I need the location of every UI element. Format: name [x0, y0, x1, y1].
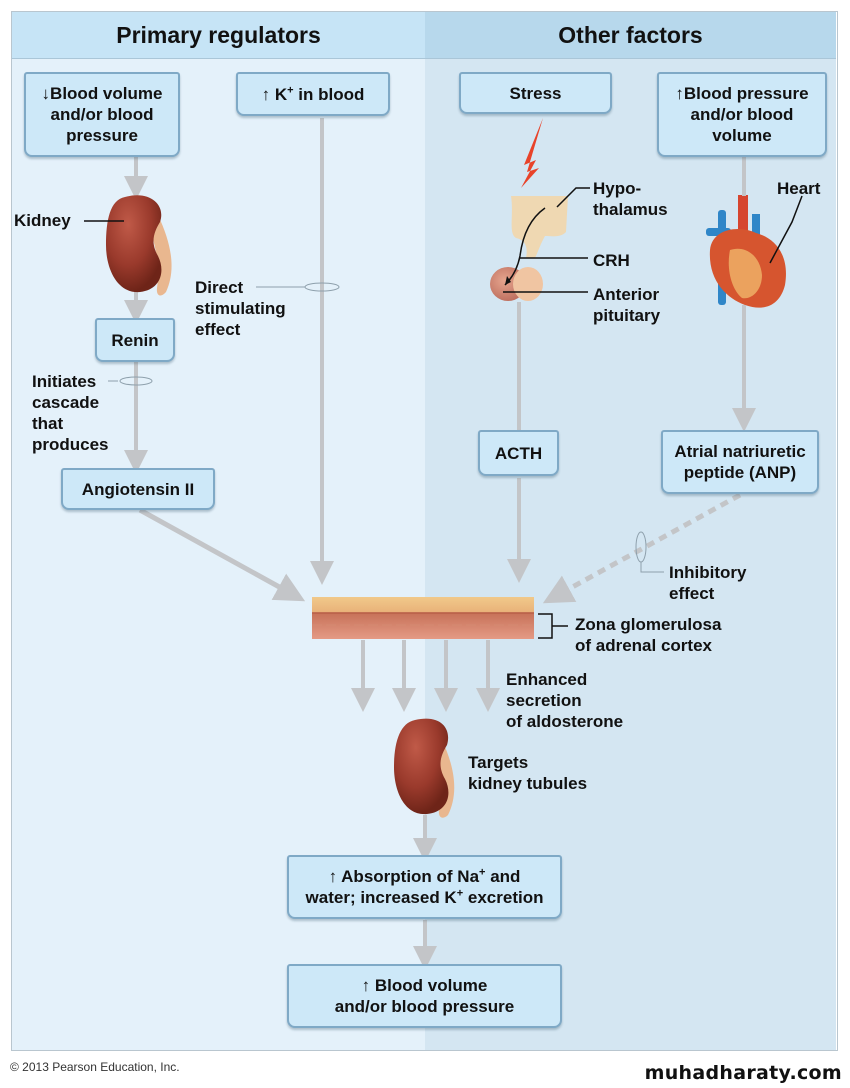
anp-label: Atrial natriuretic peptide (ANP) — [674, 442, 806, 482]
inhibitory-marker-icon — [635, 531, 647, 563]
diagram-frame — [11, 11, 838, 1051]
absorption-line1-end: and — [485, 867, 521, 886]
other-factors-header: Other factors — [425, 12, 836, 59]
acth-box[interactable]: ACTH — [478, 430, 559, 476]
heart-icon — [706, 195, 786, 308]
angiotensin-box[interactable]: Angiotensin II — [61, 468, 215, 510]
copyright-text: © 2013 Pearson Education, Inc. — [10, 1060, 180, 1074]
adrenal-cortex-tissue-icon — [312, 597, 534, 639]
stress-box[interactable]: Stress — [459, 72, 612, 114]
anp-box[interactable]: Atrial natriuretic peptide (ANP) — [661, 430, 819, 494]
up-arrow-icon: ↑ — [675, 84, 684, 103]
renin-label: Renin — [111, 330, 159, 350]
targets-tubules-label: Targets kidney tubules — [468, 753, 588, 793]
renin-box[interactable]: Renin — [95, 318, 175, 362]
anterior-pituitary-label: Anterior pituitary — [593, 285, 661, 325]
inhibitory-effect-label: Inhibitory effect — [669, 563, 747, 603]
arrow-anp-inhibitory — [542, 492, 742, 604]
angiotensin-label: Angiotensin II — [81, 479, 195, 499]
other-factors-title: Other factors — [558, 22, 703, 48]
result-line1: Blood volume — [370, 976, 488, 995]
result-line2: and/or blood pressure — [334, 997, 515, 1016]
low-blood-volume-box[interactable]: ↓Blood volume and/or blood pressure — [24, 72, 180, 157]
up-arrow-icon: ↑ — [361, 976, 371, 995]
k-charge: + — [456, 887, 464, 900]
up-arrow-icon: ↑ — [328, 867, 338, 886]
stress-bolt-icon — [521, 118, 543, 188]
target-kidney-icon — [394, 718, 455, 818]
enhanced-secretion-label: Enhanced secretion of aldosterone — [506, 670, 624, 731]
primary-regulators-title: Primary regulators — [116, 22, 321, 48]
zona-glomerulosa-label: Zona glomerulosa of adrenal cortex — [575, 615, 722, 655]
down-arrow-icon: ↓ — [41, 84, 51, 103]
kidney-label: Kidney — [14, 211, 71, 230]
high-blood-pressure-box[interactable]: ↑Blood pressure and/or blood volume — [657, 72, 827, 157]
absorption-line1: Absorption of Na — [337, 867, 480, 886]
hypothalamus-label: Hypo- thalamus — [593, 179, 668, 219]
heart-label: Heart — [777, 179, 821, 198]
crh-label: CRH — [593, 251, 630, 270]
k-in-blood-box[interactable]: ↑ K+ in blood — [236, 72, 390, 116]
high-blood-pressure-label: Blood pressure and/or blood volume — [683, 84, 809, 145]
result-box[interactable]: ↑ Blood volume and/or blood pressure — [287, 964, 562, 1028]
up-arrow-icon: ↑ — [261, 84, 271, 104]
primary-regulators-header: Primary regulators — [12, 12, 425, 59]
cascade-marker-icon — [119, 376, 153, 386]
k-charge: + — [287, 83, 294, 96]
hypothalamus-pituitary-icon — [490, 196, 568, 301]
acth-label: ACTH — [494, 443, 543, 463]
absorption-line2: water; increased K — [305, 888, 457, 907]
stress-label: Stress — [509, 83, 562, 103]
direct-effect-label: Direct stimulating effect — [195, 278, 286, 339]
absorption-line2-end: excretion — [463, 888, 544, 907]
low-blood-volume-label: Blood volume and/or blood pressure — [50, 84, 163, 145]
arrow-angiotensin-zona — [138, 507, 306, 602]
na-charge: + — [479, 866, 486, 879]
k-suffix: in blood — [293, 84, 365, 104]
absorption-box[interactable]: ↑ Absorption of Na+ and water; increased… — [287, 855, 562, 919]
crh-path-icon — [504, 207, 546, 286]
kidney-icon — [106, 195, 172, 296]
k-label: K — [274, 84, 288, 104]
initiates-cascade-label: Initiates cascade that produces — [32, 372, 109, 454]
brand-watermark: muhadharaty.com — [644, 1062, 842, 1084]
